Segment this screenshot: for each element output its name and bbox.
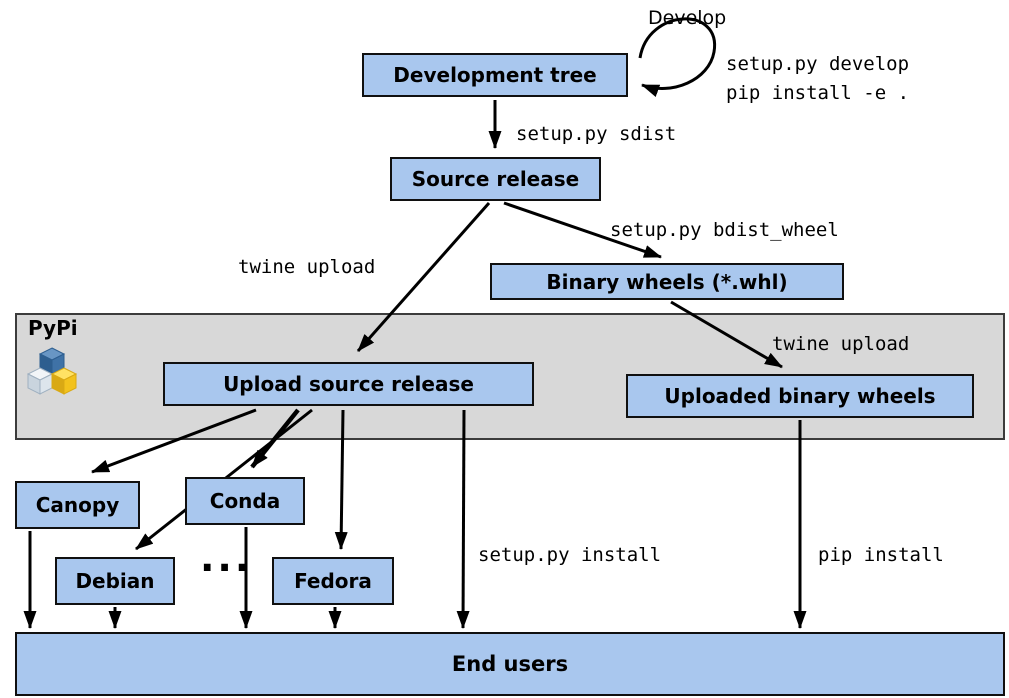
node-source-release: Source release <box>390 157 601 201</box>
arrow-source-to-binary-wheels <box>503 201 662 259</box>
node-development-tree: Development tree <box>362 53 628 97</box>
arrow-upload-to-canopy <box>91 408 257 474</box>
node-uploaded-binary-wheels: Uploaded binary wheels <box>626 374 974 418</box>
arrow-source-to-upload-source <box>356 202 491 352</box>
label-develop-commands: setup.py develop pip install -e . <box>726 53 910 104</box>
arrow-upload-to-fedora <box>334 409 348 550</box>
ellipsis-more-distros: ... <box>200 536 253 580</box>
arrow-wheels-to-uploaded-wheels <box>670 300 783 369</box>
node-canopy: Canopy <box>15 481 140 529</box>
label-twine-upload-right: twine upload <box>772 333 910 355</box>
node-conda: Conda <box>185 477 305 525</box>
node-binary-wheels: Binary wheels (*.whl) <box>490 263 844 300</box>
arrow-develop-self-loop <box>638 17 717 97</box>
pypi-cubes-icon <box>26 347 78 395</box>
label-twine-upload-left: twine upload <box>238 256 376 278</box>
node-fedora: Fedora <box>272 557 394 605</box>
pypi-band-title: PyPi <box>28 316 78 340</box>
node-upload-source-release: Upload source release <box>163 362 534 406</box>
label-setup-py-sdist: setup.py sdist <box>516 123 677 145</box>
label-pip-install: pip install <box>818 544 944 566</box>
node-debian: Debian <box>55 557 175 605</box>
arrow-upload-to-end-users <box>456 409 470 629</box>
label-develop: Develop <box>648 7 727 29</box>
label-setup-py-bdist-wheel: setup.py bdist_wheel <box>610 219 839 241</box>
label-setup-py-install: setup.py install <box>478 544 662 566</box>
node-end-users: End users <box>15 632 1005 696</box>
